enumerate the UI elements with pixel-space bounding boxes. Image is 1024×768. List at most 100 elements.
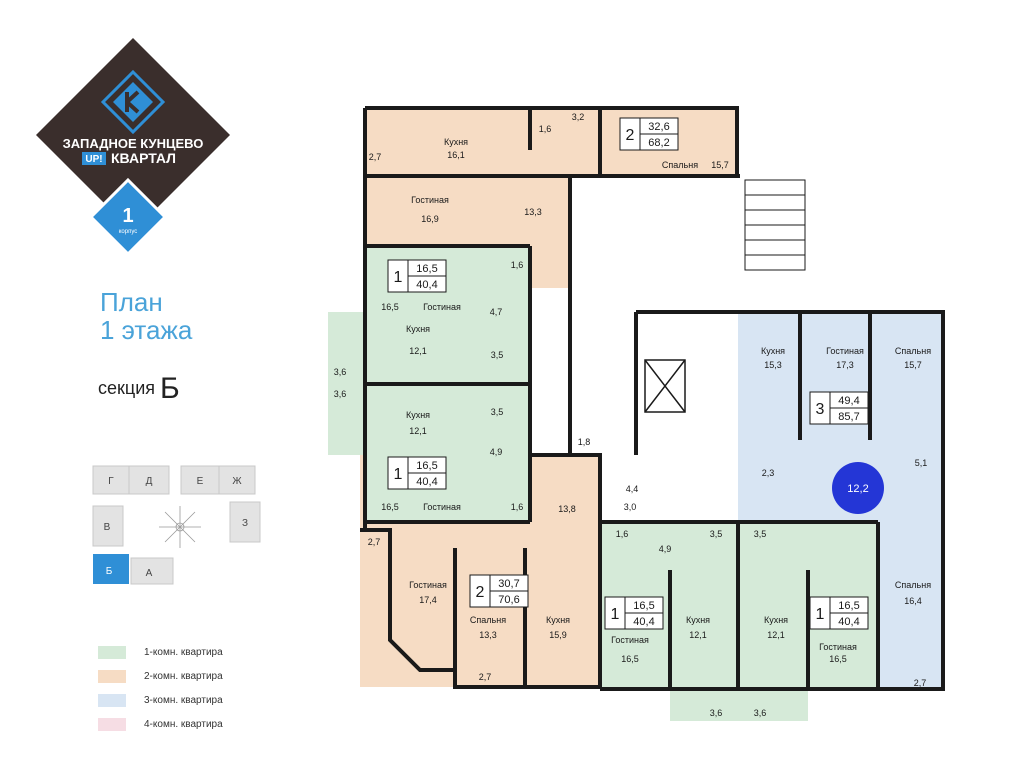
keymap-section-a[interactable] <box>130 557 174 585</box>
logo-line2: КВАРТАЛ <box>111 150 176 166</box>
keymap-section-d[interactable] <box>128 465 170 495</box>
legend-item-4room: 4-комн. квартира <box>98 712 223 736</box>
room-label: 3,6 <box>754 708 767 718</box>
wall-top-divider <box>365 108 602 178</box>
keymap-section-b[interactable] <box>93 554 129 584</box>
room-label: Кухня <box>686 615 710 625</box>
room-label: Кухня <box>444 137 468 147</box>
keymap-label-v: В <box>104 522 111 533</box>
korpus-number: 1 <box>122 205 133 227</box>
room-label: 17,3 <box>836 360 854 370</box>
keymap-section-v[interactable] <box>92 505 124 547</box>
keymap-label-z: З <box>242 518 248 529</box>
highlight-value: 12,2 <box>847 483 868 495</box>
apt-left-balcony[interactable] <box>328 312 365 455</box>
apartment-living-area: 16,5 <box>416 460 437 472</box>
legend-swatch <box>98 669 126 683</box>
plan-title-line2: 1 этажа <box>100 315 193 345</box>
room-label: 15,7 <box>904 360 922 370</box>
room-label: 13,3 <box>479 630 497 640</box>
legend-swatch <box>98 693 126 707</box>
apartment-info-box[interactable]: 1 16,5 40,4 <box>387 259 447 293</box>
legend: 1-комн. квартира 2-комн. квартира 3-комн… <box>98 640 223 736</box>
apartment-rooms: 2 <box>476 584 485 601</box>
room-label: 15,3 <box>764 360 782 370</box>
room-label: 1,6 <box>511 260 524 270</box>
wall-bottom-1 <box>600 520 878 691</box>
korpus-label: корпус <box>119 229 138 235</box>
keymap-label-d: Д <box>146 476 153 487</box>
room-label: Гостиная <box>409 580 447 590</box>
brand-logo: ЗАПАДНОЕ КУНЦЕВО UP! КВАРТАЛ 1 корпус <box>36 38 230 257</box>
apartment-rooms: 3 <box>816 401 825 418</box>
building-key-map: Г Д Е Ж З В Б А <box>92 465 261 585</box>
room-label: Кухня <box>764 615 788 625</box>
room-label: 12,1 <box>689 630 707 640</box>
room-label: Спальня <box>895 346 931 356</box>
legend-swatch <box>98 717 126 731</box>
apartment-info-box[interactable]: 3 49,4 85,7 <box>809 391 869 425</box>
apartment-total-area: 68,2 <box>648 137 669 149</box>
keymap-section-zh[interactable] <box>218 465 256 495</box>
apartment-living-area: 16,5 <box>838 600 859 612</box>
room-label: 2,7 <box>368 537 381 547</box>
room-label: 17,4 <box>419 595 437 605</box>
apartment-total-area: 85,7 <box>838 411 859 423</box>
room-label: 1,6 <box>539 124 552 134</box>
room-label: 1,8 <box>578 437 591 447</box>
keymap-section-z[interactable] <box>229 501 261 543</box>
apartment-living-area: 49,4 <box>838 395 859 407</box>
room-label: 15,7 <box>711 160 729 170</box>
room-label: 5,1 <box>915 458 928 468</box>
room-label: 3,5 <box>754 529 767 539</box>
room-label: 1,6 <box>616 529 629 539</box>
room-label: 2,7 <box>914 678 927 688</box>
apartment-rooms: 1 <box>394 269 403 286</box>
apartment-total-area: 40,4 <box>416 476 437 488</box>
room-label: Спальня <box>662 160 698 170</box>
wall-bottom-2 <box>360 453 602 689</box>
room-label: 16,5 <box>621 654 639 664</box>
apt-right-3-bedroom[interactable] <box>878 522 943 689</box>
keymap-label-a: А <box>146 568 153 579</box>
room-label: 2,3 <box>762 468 775 478</box>
apt-right-3-balcony[interactable] <box>900 665 943 687</box>
room-label: 3,6 <box>334 389 347 399</box>
room-label: 16,1 <box>447 150 465 160</box>
keymap-section-e[interactable] <box>180 465 220 495</box>
legend-item-2room: 2-комн. квартира <box>98 664 223 688</box>
room-label: Спальня <box>895 580 931 590</box>
apartment-living-area: 16,5 <box>416 263 437 275</box>
apt-bottom-2-balcony[interactable] <box>455 665 525 687</box>
legend-label: 2-комн. квартира <box>144 670 223 682</box>
room-label: 4,9 <box>490 447 503 457</box>
apartment-total-area: 40,4 <box>633 616 654 628</box>
room-label: Кухня <box>761 346 785 356</box>
apt-left-1b-fill[interactable] <box>365 384 530 522</box>
korpus-badge <box>88 177 168 257</box>
room-label: 3,6 <box>710 708 723 718</box>
apartment-total-area: 40,4 <box>416 279 437 291</box>
room-label: 3,5 <box>491 350 504 360</box>
room-label: 12,1 <box>767 630 785 640</box>
keymap-section-g[interactable] <box>92 465 130 495</box>
room-label: 13,8 <box>558 504 576 514</box>
legend-label: 4-комн. квартира <box>144 718 223 730</box>
room-label: 3,0 <box>624 502 637 512</box>
logo-badge-bg <box>82 152 106 165</box>
highlight-marker[interactable] <box>832 462 884 514</box>
apartment-rooms: 1 <box>611 606 620 623</box>
room-label: 16,9 <box>421 214 439 224</box>
section-label: секция <box>98 378 155 398</box>
room-label: 4,9 <box>659 544 672 554</box>
apartment-total-area: 40,4 <box>838 616 859 628</box>
apt-bottom-balcony[interactable] <box>670 689 808 721</box>
logo-emblem-icon <box>100 69 166 135</box>
room-label: 3,5 <box>491 407 504 417</box>
elevator-icon <box>644 359 686 413</box>
